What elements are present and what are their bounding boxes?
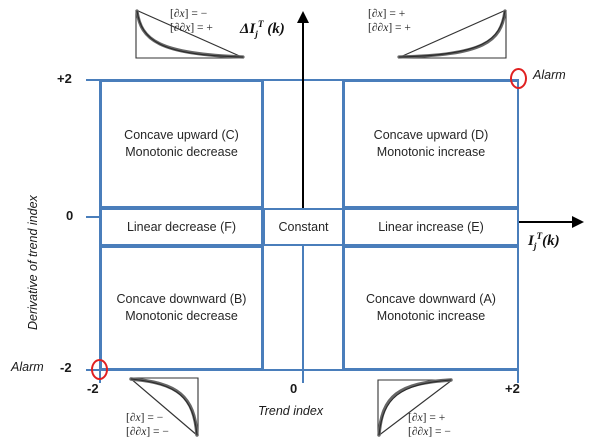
tick-label-y-minus2: -2	[60, 360, 72, 375]
corner-annotation-bottom-right: [∂x] = + [∂∂x] = −	[408, 412, 451, 438]
tr-second-sign: +	[404, 21, 411, 34]
y-axis-arrowhead-icon	[297, 11, 309, 23]
delta-glyph: Δ	[240, 21, 250, 37]
bl-second-sign: −	[162, 425, 169, 438]
tr-second-symbol: ∂∂x	[371, 21, 389, 34]
tick-stub-y-mid	[86, 216, 102, 218]
cell-C-line2: Monotonic decrease	[125, 145, 238, 159]
grid-vline-left-inner	[262, 80, 264, 370]
tl-second-symbol: ∂∂x	[173, 21, 191, 34]
tick-label-x-plus2: +2	[505, 381, 520, 396]
tick-label-y-plus2: +2	[57, 71, 72, 86]
cell-E-line1: Linear increase (E)	[378, 219, 484, 234]
cell-B-line1: Concave downward (B)	[116, 292, 247, 307]
tl-first-symbol: ∂x	[173, 8, 185, 20]
curve-thumb-top-left-icon	[135, 9, 245, 59]
br-second-symbol: ∂∂x	[411, 425, 429, 438]
y-axis-name-label: Derivative of trend index	[26, 195, 40, 330]
alarm-label-bottom-left: Alarm	[11, 360, 44, 374]
cell-D-line1: Concave upward (D)	[373, 128, 489, 143]
grid-vline-right-inner	[342, 80, 344, 370]
br-first-sign: +	[438, 412, 446, 424]
quadrant-cell-A: Concave downward (A) Monotonic increase	[343, 246, 519, 370]
j-subscript-x: j	[533, 242, 537, 252]
grid-hline-top	[100, 79, 519, 81]
y-axis-math-symbol: ΔIjT (k)	[240, 20, 285, 40]
k-argument-x: (k)	[542, 233, 560, 249]
k-argument: (k)	[267, 21, 285, 37]
quadrant-cell-E: Linear increase (E)	[343, 208, 519, 246]
tick-label-y-zero: 0	[66, 208, 74, 223]
curve-thumb-bottom-right-icon	[377, 378, 453, 437]
tr-first-symbol: ∂x	[371, 8, 383, 20]
cell-B-line2: Monotonic decrease	[125, 309, 238, 323]
x-axis-math-symbol: IjT(k)	[528, 232, 560, 252]
I-glyph-x: I	[528, 233, 534, 249]
br-first-symbol: ∂x	[411, 412, 423, 424]
cell-C-line1: Concave upward (C)	[124, 128, 239, 143]
cell-A-line2: Monotonic increase	[376, 309, 486, 323]
curve-thumb-bottom-left-icon	[129, 377, 199, 437]
tick-stub-x-mid	[302, 246, 304, 383]
grid-vline-right-outer	[517, 79, 519, 371]
j-subscript: j	[255, 30, 258, 40]
T-superscript: T	[257, 20, 264, 30]
cell-D-line2: Monotonic increase	[376, 145, 486, 159]
alarm-marker-top-right	[510, 68, 527, 89]
quadrant-cell-F: Linear decrease (F)	[100, 208, 263, 246]
bl-second-symbol: ∂∂x	[129, 425, 147, 438]
tl-second-sign: +	[206, 21, 213, 34]
tl-first-sign: −	[200, 8, 208, 20]
corner-annotation-bottom-left: [∂x] = − [∂∂x] = −	[126, 412, 169, 438]
grid-hline-bottom	[100, 369, 519, 371]
corner-annotation-top-right: [∂x] = + [∂∂x] = +	[368, 8, 411, 34]
x-axis-line	[519, 221, 574, 223]
y-axis-line	[302, 22, 304, 208]
tick-label-x-minus2: -2	[87, 381, 99, 396]
cell-constant-line1: Constant	[278, 219, 329, 234]
grid-vline-left-outer	[99, 79, 101, 371]
cell-F-line1: Linear decrease (F)	[126, 219, 237, 234]
tr-first-sign: +	[398, 8, 406, 20]
tick-stub-y-top	[86, 79, 102, 81]
quadrant-cell-D: Concave upward (D) Monotonic increase	[343, 80, 519, 208]
alarm-label-top-right: Alarm	[533, 68, 566, 82]
bl-first-sign: −	[156, 412, 164, 424]
tick-label-x-zero: 0	[290, 381, 298, 396]
quadrant-cell-constant: Constant	[263, 208, 344, 246]
x-axis-arrowhead-icon	[572, 216, 584, 228]
bl-first-symbol: ∂x	[129, 412, 141, 424]
curve-thumb-top-right-icon	[397, 9, 507, 59]
alarm-marker-bottom-left	[91, 359, 108, 380]
I-glyph: I	[249, 21, 256, 37]
tick-stub-x-right	[517, 369, 519, 383]
quadrant-cell-C: Concave upward (C) Monotonic decrease	[100, 80, 263, 208]
T-superscript-x: T	[536, 232, 543, 242]
corner-annotation-top-left: [∂x] = − [∂∂x] = +	[170, 8, 213, 34]
quadrant-cell-B: Concave downward (B) Monotonic decrease	[100, 246, 263, 370]
cell-A-line1: Concave downward (A)	[366, 292, 496, 307]
x-axis-name-label: Trend index	[258, 404, 324, 418]
br-second-sign: −	[444, 425, 451, 438]
